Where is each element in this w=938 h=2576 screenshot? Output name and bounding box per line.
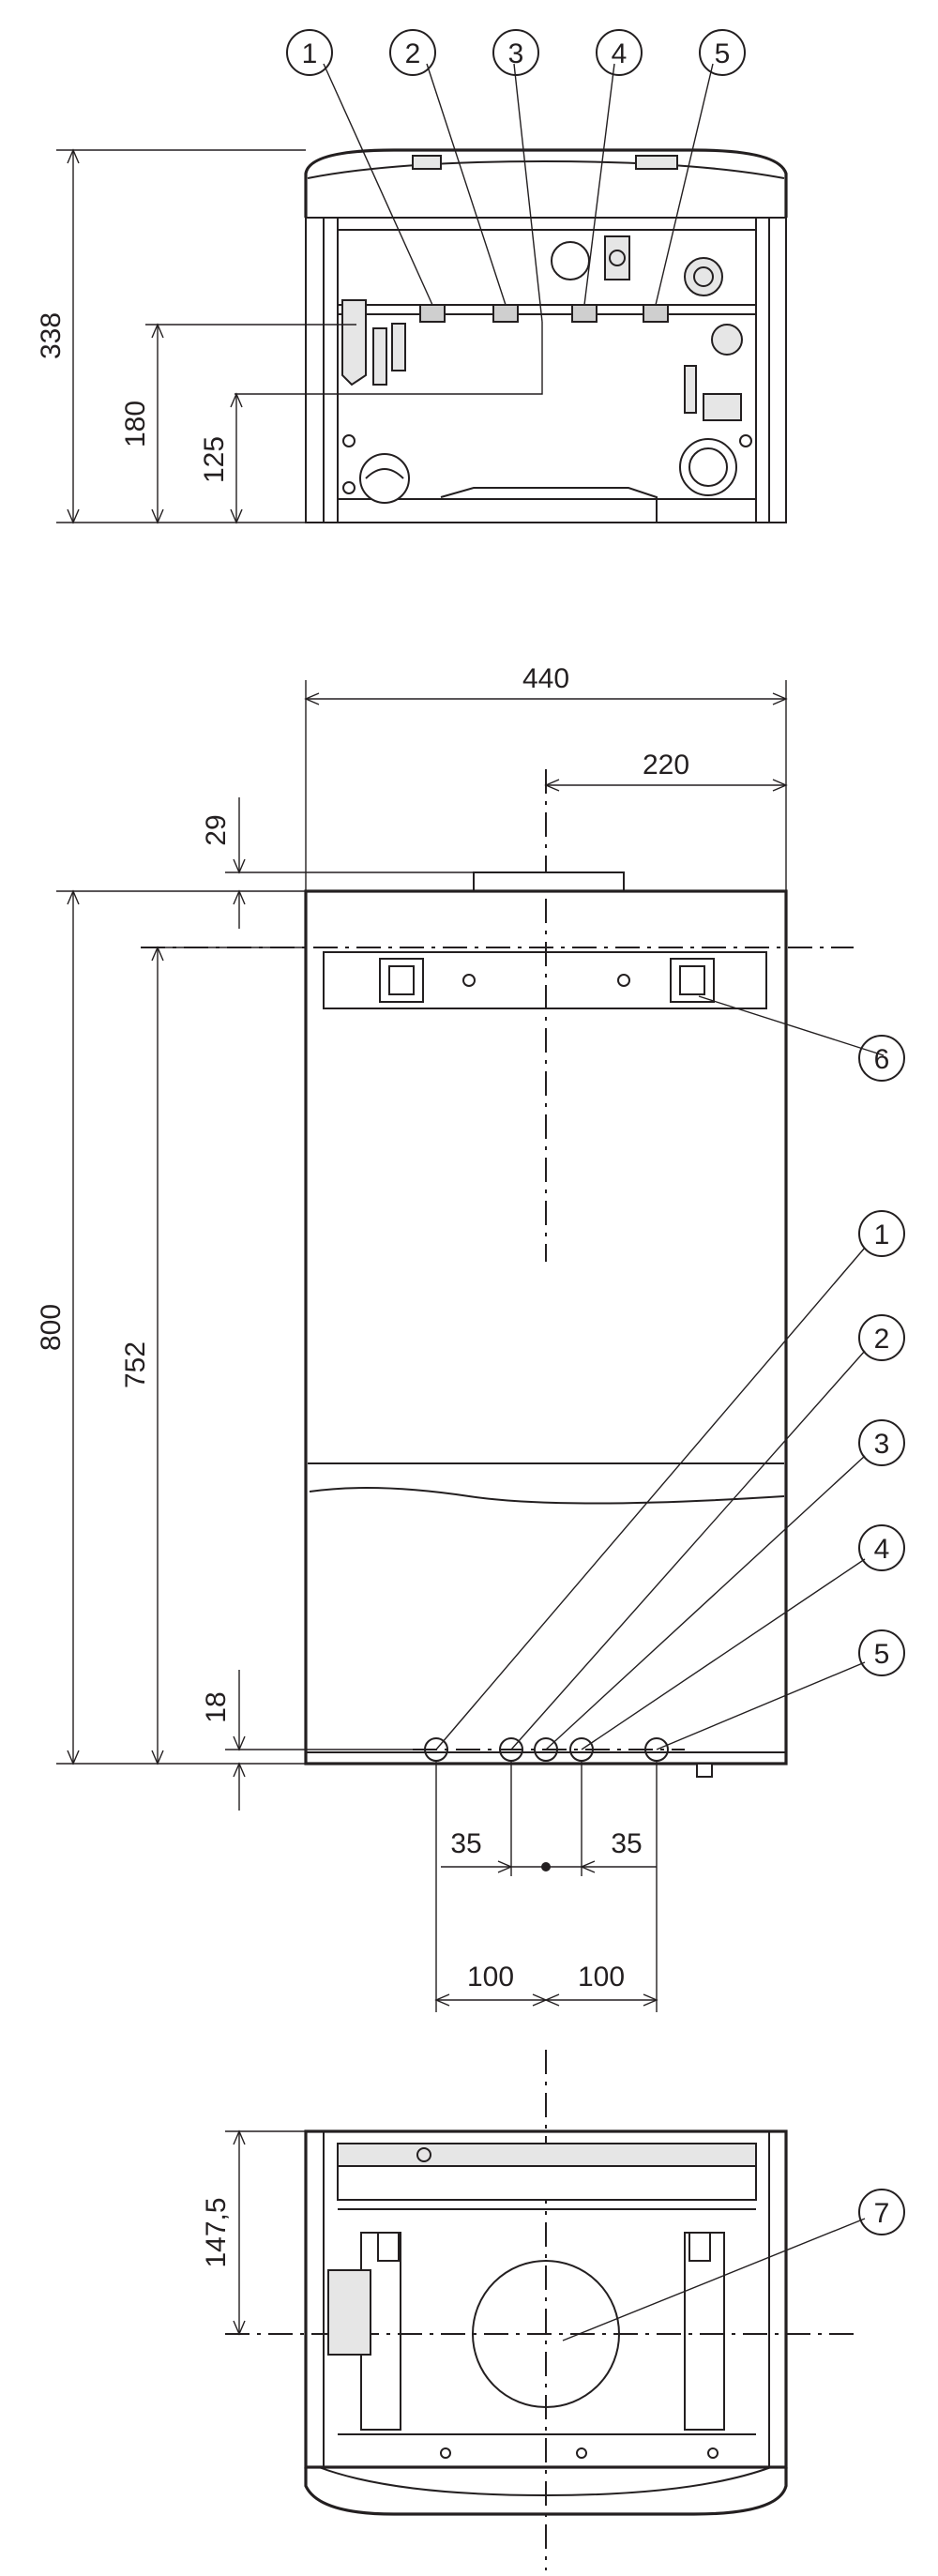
top-callout-3: 3	[492, 29, 539, 76]
front-callout-2: 2	[858, 1314, 905, 1361]
svg-text:4: 4	[874, 1534, 890, 1565]
front-callout-4: 4	[858, 1524, 905, 1571]
front-callout-1: 1	[858, 1210, 905, 1257]
bottom-callout-7: 7	[858, 2189, 905, 2235]
dim-18: 18	[201, 1691, 232, 1722]
svg-text:5: 5	[874, 1639, 890, 1670]
svg-text:4: 4	[612, 38, 628, 69]
dim-338: 338	[36, 312, 67, 359]
dim-35-left: 35	[450, 1828, 481, 1859]
top-callout-5: 5	[699, 29, 746, 76]
front-view: 440 220	[36, 663, 905, 2012]
dim-100-right: 100	[578, 1962, 625, 1993]
svg-text:1: 1	[302, 38, 318, 69]
svg-text:3: 3	[508, 38, 524, 69]
dim-180: 180	[120, 401, 151, 447]
top-callout-1: 1	[286, 29, 333, 76]
svg-text:7: 7	[874, 2198, 890, 2229]
dim-100-left: 100	[467, 1962, 514, 1993]
dim-800: 800	[36, 1304, 67, 1351]
dim-440: 440	[522, 663, 569, 694]
dim-29: 29	[201, 814, 232, 845]
bottom-view-housing	[304, 2129, 788, 2469]
dim-220: 220	[643, 750, 689, 780]
svg-text:5: 5	[715, 38, 731, 69]
top-view: 1 2 3 4 5 338 180 125	[36, 29, 788, 524]
svg-text:2: 2	[874, 1324, 890, 1355]
top-view-frame	[305, 217, 787, 523]
front-callout-6: 6	[858, 1035, 905, 1082]
top-view-housing	[304, 148, 788, 218]
front-view-housing	[304, 889, 788, 1765]
dim-752: 752	[120, 1341, 151, 1388]
top-callout-2: 2	[389, 29, 436, 76]
dim-125: 125	[199, 436, 230, 483]
front-callout-5: 5	[858, 1629, 905, 1676]
svg-text:3: 3	[874, 1429, 890, 1460]
top-callout-4: 4	[596, 29, 643, 76]
front-callout-3: 3	[858, 1419, 905, 1466]
dim-147-5: 147,5	[201, 2197, 232, 2267]
svg-text:1: 1	[874, 1220, 890, 1250]
dim-35-right: 35	[611, 1828, 642, 1859]
bottom-view: 7 147,5	[201, 2050, 905, 2570]
svg-text:6: 6	[874, 1044, 890, 1075]
flue-outlet	[472, 2260, 620, 2408]
svg-text:2: 2	[405, 38, 421, 69]
